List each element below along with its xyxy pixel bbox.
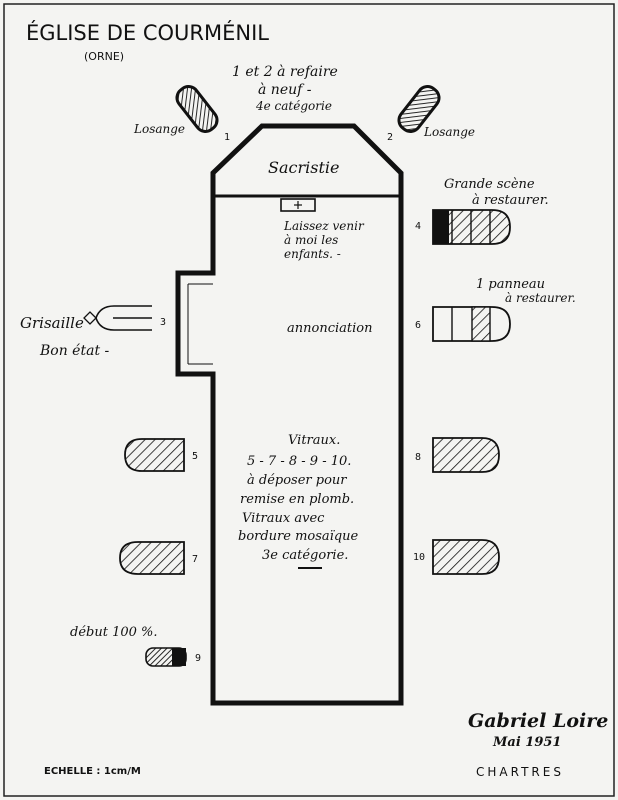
window-5-number: 5	[192, 451, 198, 462]
annunciation-label: annonciation	[287, 321, 372, 336]
window-8	[432, 437, 500, 473]
altar-note-line1: Laissez venir	[283, 219, 365, 233]
window-8-number: 8	[415, 452, 421, 463]
window-2-losange	[397, 85, 441, 133]
church-title: ÉGLISE DE COURMÉNIL	[26, 20, 269, 45]
vitraux-line6: bordure mosaïque	[238, 529, 359, 544]
window-7	[119, 541, 185, 575]
window-3-number: 3	[160, 317, 166, 328]
vitraux-line2: 5 - 7 - 8 - 9 - 10.	[247, 454, 351, 469]
city-label: CHARTRES	[476, 765, 564, 779]
window-5	[124, 438, 185, 472]
debut-note: début 100 %.	[70, 625, 158, 640]
window-10	[432, 539, 500, 575]
signature-date: Mai 1951	[492, 735, 561, 750]
top-note-line1: 1 et 2 à refaire	[232, 64, 338, 80]
window-9	[145, 647, 187, 667]
losange-right-label: Losange	[423, 125, 475, 139]
altar-note-line3: enfants. -	[284, 247, 341, 261]
window-6-panneau	[432, 306, 511, 342]
window-4-grande-scene	[432, 209, 511, 245]
grande-scene-line1: Grande scène	[444, 177, 535, 192]
window-9-number: 9	[195, 653, 201, 664]
altar	[280, 198, 316, 212]
scale-label: ECHELLE : 1cm/M	[44, 766, 141, 777]
window-2-number: 2	[387, 132, 393, 143]
panneau-line1: 1 panneau	[476, 277, 545, 292]
grisaille-line2: Bon état -	[39, 343, 110, 359]
vitraux-line5: Vitraux avec	[242, 511, 325, 526]
altar-note-line2: à moi les	[284, 233, 338, 247]
losange-left-label: Losange	[133, 122, 185, 136]
signature-name: Gabriel Loire	[468, 710, 608, 732]
vitraux-line4: remise en plomb.	[240, 492, 354, 507]
window-10-number: 10	[413, 552, 425, 563]
top-note-line2: à neuf -	[258, 82, 312, 98]
vitraux-line1: Vitraux.	[288, 433, 340, 448]
vitraux-line7: 3e catégorie.	[262, 548, 348, 563]
church-floor-plan	[175, 123, 404, 706]
vitraux-line3: à déposer pour	[247, 473, 347, 488]
window-6-number: 6	[415, 320, 421, 331]
sheet-border	[3, 3, 615, 797]
panneau-line2: à restaurer.	[505, 291, 576, 305]
grisaille-line1: Grisaille	[20, 314, 84, 332]
region-label: (ORNE)	[84, 50, 124, 63]
top-note-line3: 4e catégorie	[255, 99, 332, 113]
grande-scene-line2: à restaurer.	[472, 193, 549, 208]
window-7-number: 7	[192, 554, 198, 565]
window-4-number: 4	[415, 221, 421, 232]
window-1-losange	[175, 85, 219, 133]
sacristie-label: Sacristie	[268, 158, 339, 177]
window-1-number: 1	[224, 132, 230, 143]
window-3-grisaille	[83, 305, 152, 331]
